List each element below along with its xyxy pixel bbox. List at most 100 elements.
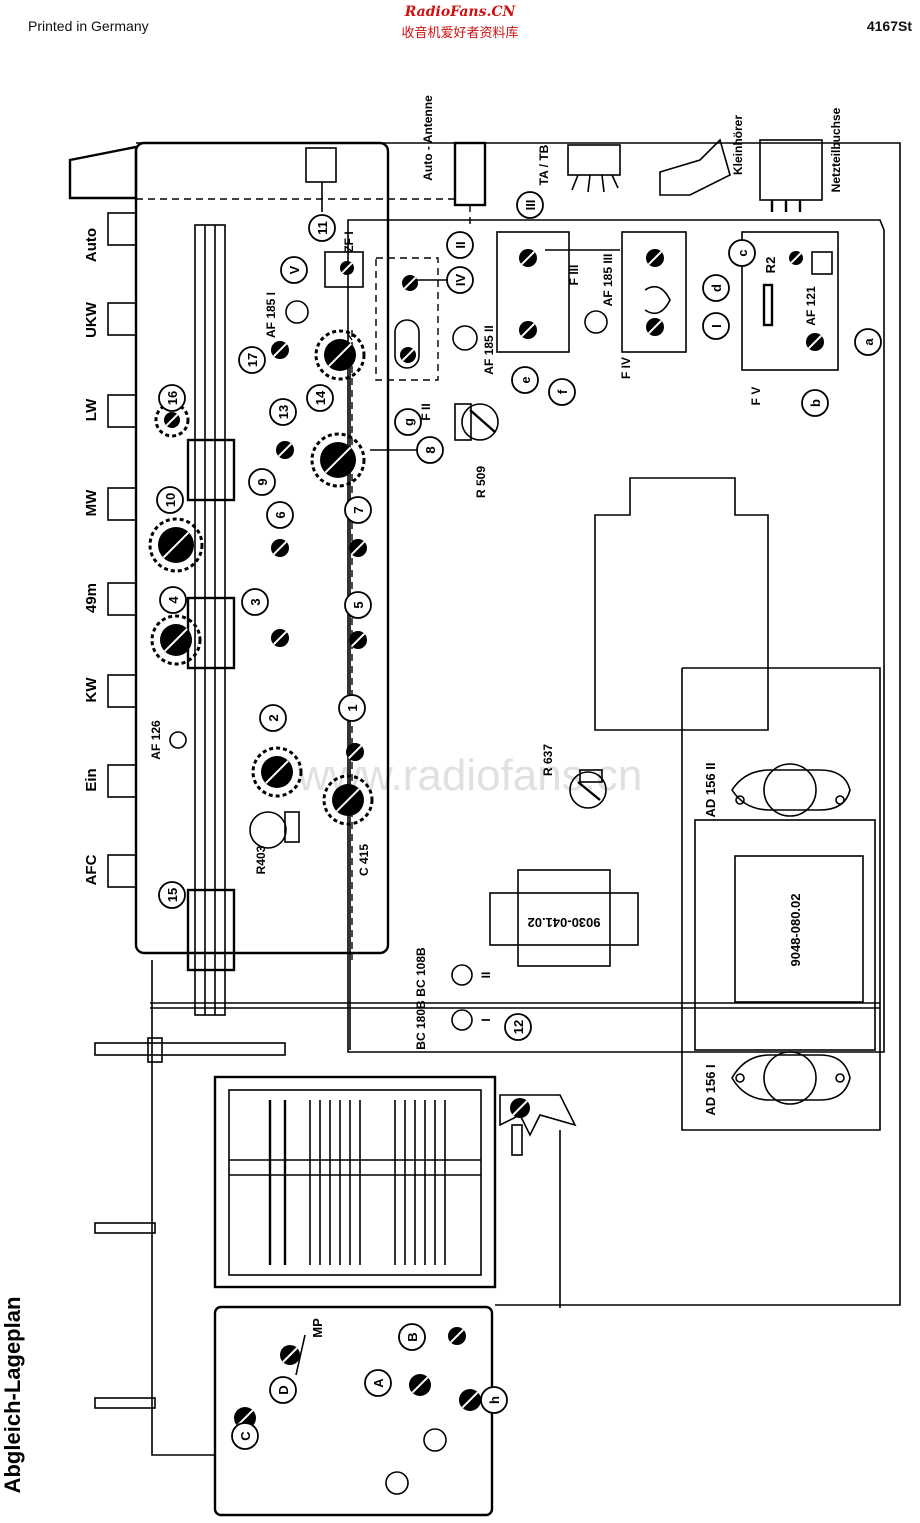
- tape-socket-pins: [571, 174, 619, 193]
- adjust-screw: [271, 539, 289, 557]
- label-netzteilbuchse: Netzteilbuchse: [829, 107, 843, 192]
- marker: b: [801, 389, 829, 417]
- band-afc: AFC: [83, 854, 100, 885]
- adjust-screw: [271, 341, 289, 359]
- earphone-socket: [659, 138, 731, 196]
- f2-coil: [394, 319, 420, 369]
- marker: IV: [446, 266, 474, 294]
- driver-transformer: [734, 855, 864, 1003]
- marker-label: 9: [255, 478, 270, 485]
- heatsink: [694, 819, 876, 1051]
- band-kw: KW: [83, 677, 100, 703]
- label-kleinhoerer: Kleinhörer: [731, 115, 745, 175]
- label-r403: R403: [254, 845, 268, 874]
- label-af185-2: AF 185 II: [482, 325, 496, 374]
- marker-label: d: [709, 284, 724, 292]
- label-ta-tb: TA / TB: [537, 144, 551, 185]
- adjust-screw: [349, 631, 367, 649]
- label-af185-1: AF 185 I: [264, 292, 278, 338]
- mains-socket: [759, 139, 823, 201]
- bias-trimmer-bracket: [499, 1094, 577, 1137]
- transistor-ad156-2: [731, 763, 851, 817]
- marker-label: h: [487, 1396, 502, 1404]
- marker-label: 2: [266, 714, 281, 721]
- label-f3: F III: [567, 265, 581, 286]
- adjust-screw: [322, 774, 374, 826]
- transistor-af185-1: [285, 300, 309, 324]
- band-ein: Ein: [83, 768, 100, 791]
- label-bc108b: BC 108B: [414, 947, 428, 997]
- marker-label: 6: [273, 511, 288, 518]
- marker: 14: [306, 384, 334, 412]
- telescopic-antenna: [68, 145, 138, 200]
- adjust-screw: [646, 318, 664, 336]
- marker: 12: [504, 1013, 532, 1041]
- marker: 1: [338, 694, 366, 722]
- f5-pot-body: [811, 251, 833, 275]
- zf1-filter: [324, 251, 364, 288]
- adjust-screw: [646, 249, 664, 267]
- marker-label: D: [276, 1385, 291, 1394]
- site-watermark-header: RadioFans.CN 收音机爱好者资料库: [340, 4, 580, 41]
- label-f4: F IV: [619, 357, 633, 379]
- label-r2: R2: [763, 257, 778, 274]
- auto-antenna-socket: [453, 141, 487, 207]
- marker: II: [446, 231, 474, 259]
- marker: C: [231, 1422, 259, 1450]
- band-49m: 49m: [83, 583, 100, 613]
- adjust-screw: [310, 432, 366, 488]
- marker-label: 3: [248, 598, 263, 605]
- marker-label: c: [735, 249, 750, 256]
- marker: 7: [344, 496, 372, 524]
- marker: I: [702, 312, 730, 340]
- label-f2: F II: [419, 403, 433, 420]
- marker: 9: [248, 468, 276, 496]
- potentiometer-r637: [569, 769, 607, 809]
- adjust-screw: [148, 517, 204, 573]
- marker-label: 15: [165, 888, 180, 902]
- label-af121: AF 121: [804, 286, 818, 326]
- marker-label: II: [453, 241, 468, 248]
- marker-label: 5: [351, 601, 366, 608]
- marker-label: e: [518, 376, 533, 383]
- marker-label: 11: [315, 221, 330, 235]
- label-af185-3: AF 185 III: [601, 254, 615, 307]
- marker-label: B: [405, 1332, 420, 1341]
- marker: A: [364, 1369, 392, 1397]
- marker: D: [269, 1376, 297, 1404]
- f4-coil: [644, 285, 671, 315]
- band-switch-keys: [107, 212, 137, 888]
- marker: e: [511, 366, 539, 394]
- battery-compartment: [594, 477, 769, 731]
- adjust-screw: [154, 402, 190, 438]
- marker: d: [702, 274, 730, 302]
- marker-label: 17: [245, 353, 260, 367]
- transistor-bc180b: [451, 1009, 473, 1031]
- transistor-af185-3: [584, 310, 608, 334]
- label-9048-080: 9048-080.02: [788, 893, 803, 966]
- r2-resistor: [762, 283, 774, 327]
- label-ad156-2: AD 156 II: [703, 763, 718, 818]
- label-c415: C 415: [357, 844, 371, 876]
- filter-f4: [621, 231, 687, 353]
- marker-label: C: [238, 1431, 253, 1441]
- band-ukw: UKW: [83, 301, 100, 338]
- adjust-screw: [409, 1374, 431, 1396]
- marker-label: g: [401, 418, 416, 426]
- band-auto: Auto: [83, 228, 100, 262]
- marker: 13: [269, 398, 297, 426]
- marker: B: [398, 1323, 426, 1351]
- marker: 17: [238, 346, 266, 374]
- marker: 5: [344, 591, 372, 619]
- adjust-screw: [519, 321, 537, 339]
- hole-2: [385, 1471, 409, 1495]
- marker: 11: [308, 214, 336, 242]
- label-9030-041: 9030-041.02: [527, 915, 600, 930]
- marker-label: a: [861, 338, 876, 346]
- label-mp: MP: [310, 1318, 325, 1338]
- transistor-ad156-1: [731, 1051, 851, 1105]
- adjust-screw: [510, 1098, 530, 1118]
- label-auto-antenne: Auto - Antenne: [421, 95, 435, 181]
- rf-board: [134, 141, 390, 955]
